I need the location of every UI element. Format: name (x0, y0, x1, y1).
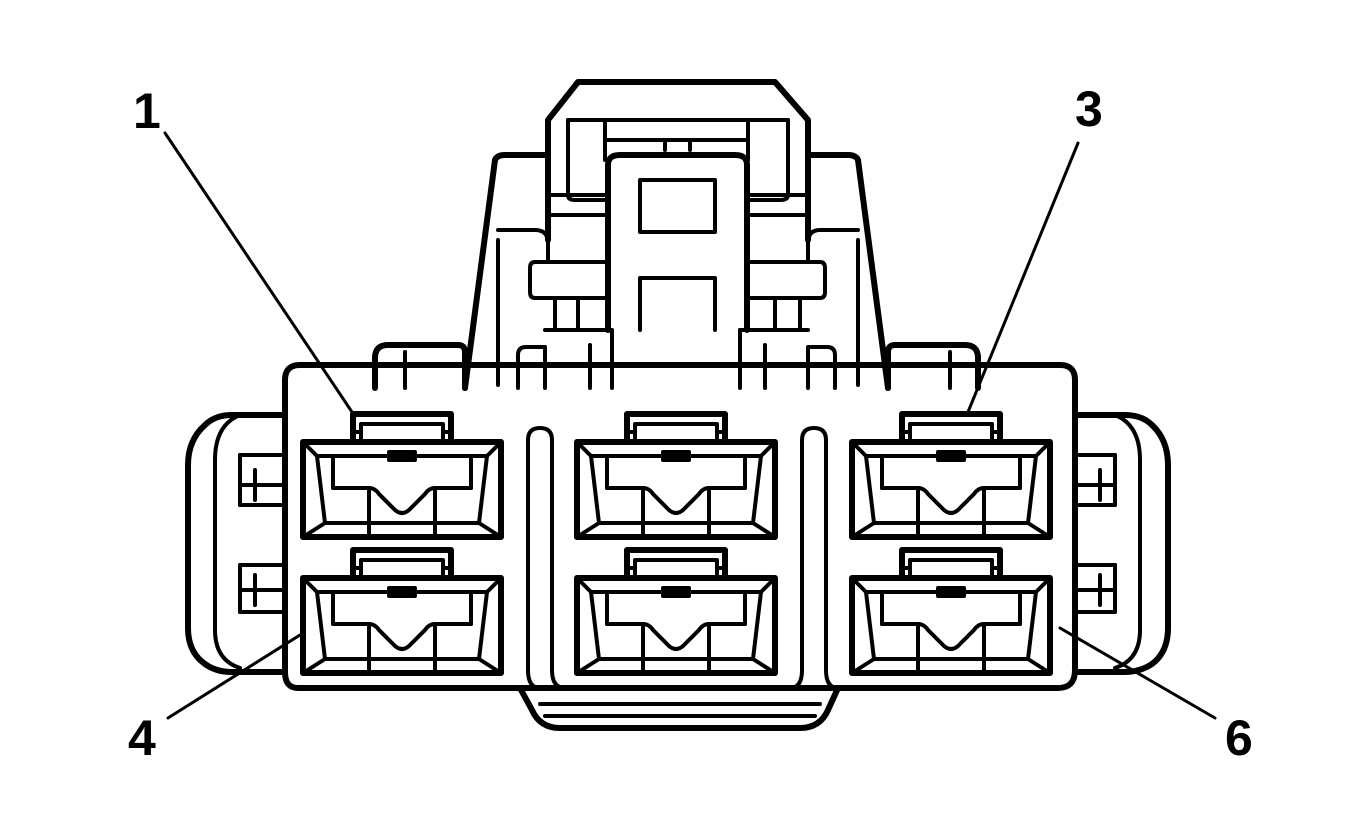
connector-latch (372, 79, 981, 391)
connector-body (282, 362, 1078, 731)
pin-label-1: 1 (133, 83, 161, 139)
right-side-lock (1072, 412, 1171, 675)
pin-label-4: 4 (128, 710, 156, 766)
terminal-cavity (574, 411, 778, 540)
leader-line-pin-3 (966, 141, 1080, 414)
terminal-cavity (300, 547, 504, 676)
leader-line-pin-4 (166, 633, 302, 720)
pin-label-6: 6 (1225, 710, 1253, 766)
left-side-lock (185, 412, 288, 675)
terminal-cavity (300, 411, 504, 540)
terminal-cavity (849, 547, 1053, 676)
leader-line-pin-6 (1058, 626, 1217, 720)
pin-label-3: 3 (1075, 81, 1103, 137)
terminal-cavities (300, 411, 1053, 676)
terminal-cavity (849, 411, 1053, 540)
terminal-cavity (574, 547, 778, 676)
leader-line-pin-1 (163, 131, 354, 414)
